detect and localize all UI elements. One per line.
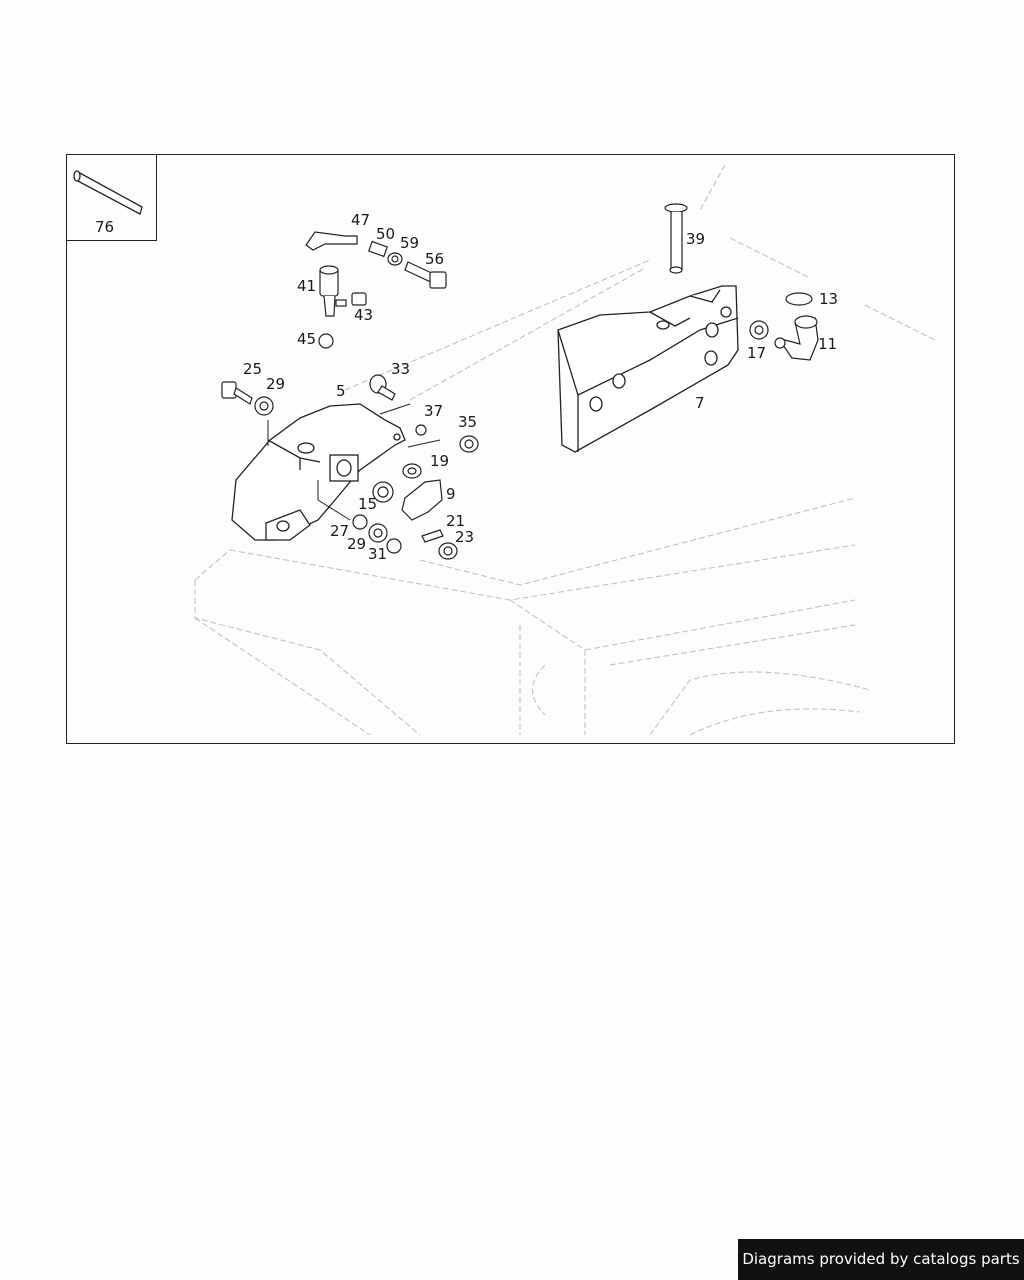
leader-lines: [267, 403, 441, 521]
part-label-15: 15: [358, 495, 378, 513]
part-label-29-bottom: 29: [347, 535, 367, 553]
part-label-33: 33: [391, 360, 411, 378]
part-label-39: 39: [686, 230, 706, 248]
part-label-17: 17: [747, 344, 767, 362]
bracket-7: [557, 285, 739, 453]
inset-box-hose: [66, 154, 157, 241]
part-label-27: 27: [330, 522, 350, 540]
part-label-11: 11: [818, 335, 838, 353]
part-label-35: 35: [458, 413, 478, 431]
part-label-9: 9: [446, 485, 456, 503]
part-label-76: 76: [95, 218, 115, 236]
diagram-frame: [66, 154, 955, 744]
part-label-31: 31: [368, 545, 388, 563]
hose-76-icon: [73, 170, 143, 215]
part-label-5: 5: [336, 382, 346, 400]
part-label-21: 21: [446, 512, 466, 530]
reservoir-housing-5: [231, 403, 406, 541]
part-label-45: 45: [297, 330, 317, 348]
part-label-47: 47: [351, 211, 371, 229]
part-label-7: 7: [695, 394, 705, 412]
part-label-37: 37: [424, 402, 444, 420]
part-label-23: 23: [455, 528, 475, 546]
part-label-25: 25: [243, 360, 263, 378]
vehicle-outline: [194, 164, 936, 736]
part-label-43: 43: [354, 306, 374, 324]
part-label-56: 56: [425, 250, 445, 268]
part-label-50: 50: [376, 225, 396, 243]
part-label-59: 59: [400, 234, 420, 252]
credit-banner: Diagrams provided by catalogs parts: [738, 1239, 1024, 1280]
part-label-41: 41: [297, 277, 317, 295]
clamp-47: [305, 231, 358, 251]
part-label-13: 13: [819, 290, 839, 308]
pump-41: [319, 265, 347, 317]
part-label-29-top: 29: [266, 375, 286, 393]
small-parts: [221, 240, 819, 560]
part-label-19: 19: [430, 452, 450, 470]
dipstick-39: [664, 203, 688, 274]
